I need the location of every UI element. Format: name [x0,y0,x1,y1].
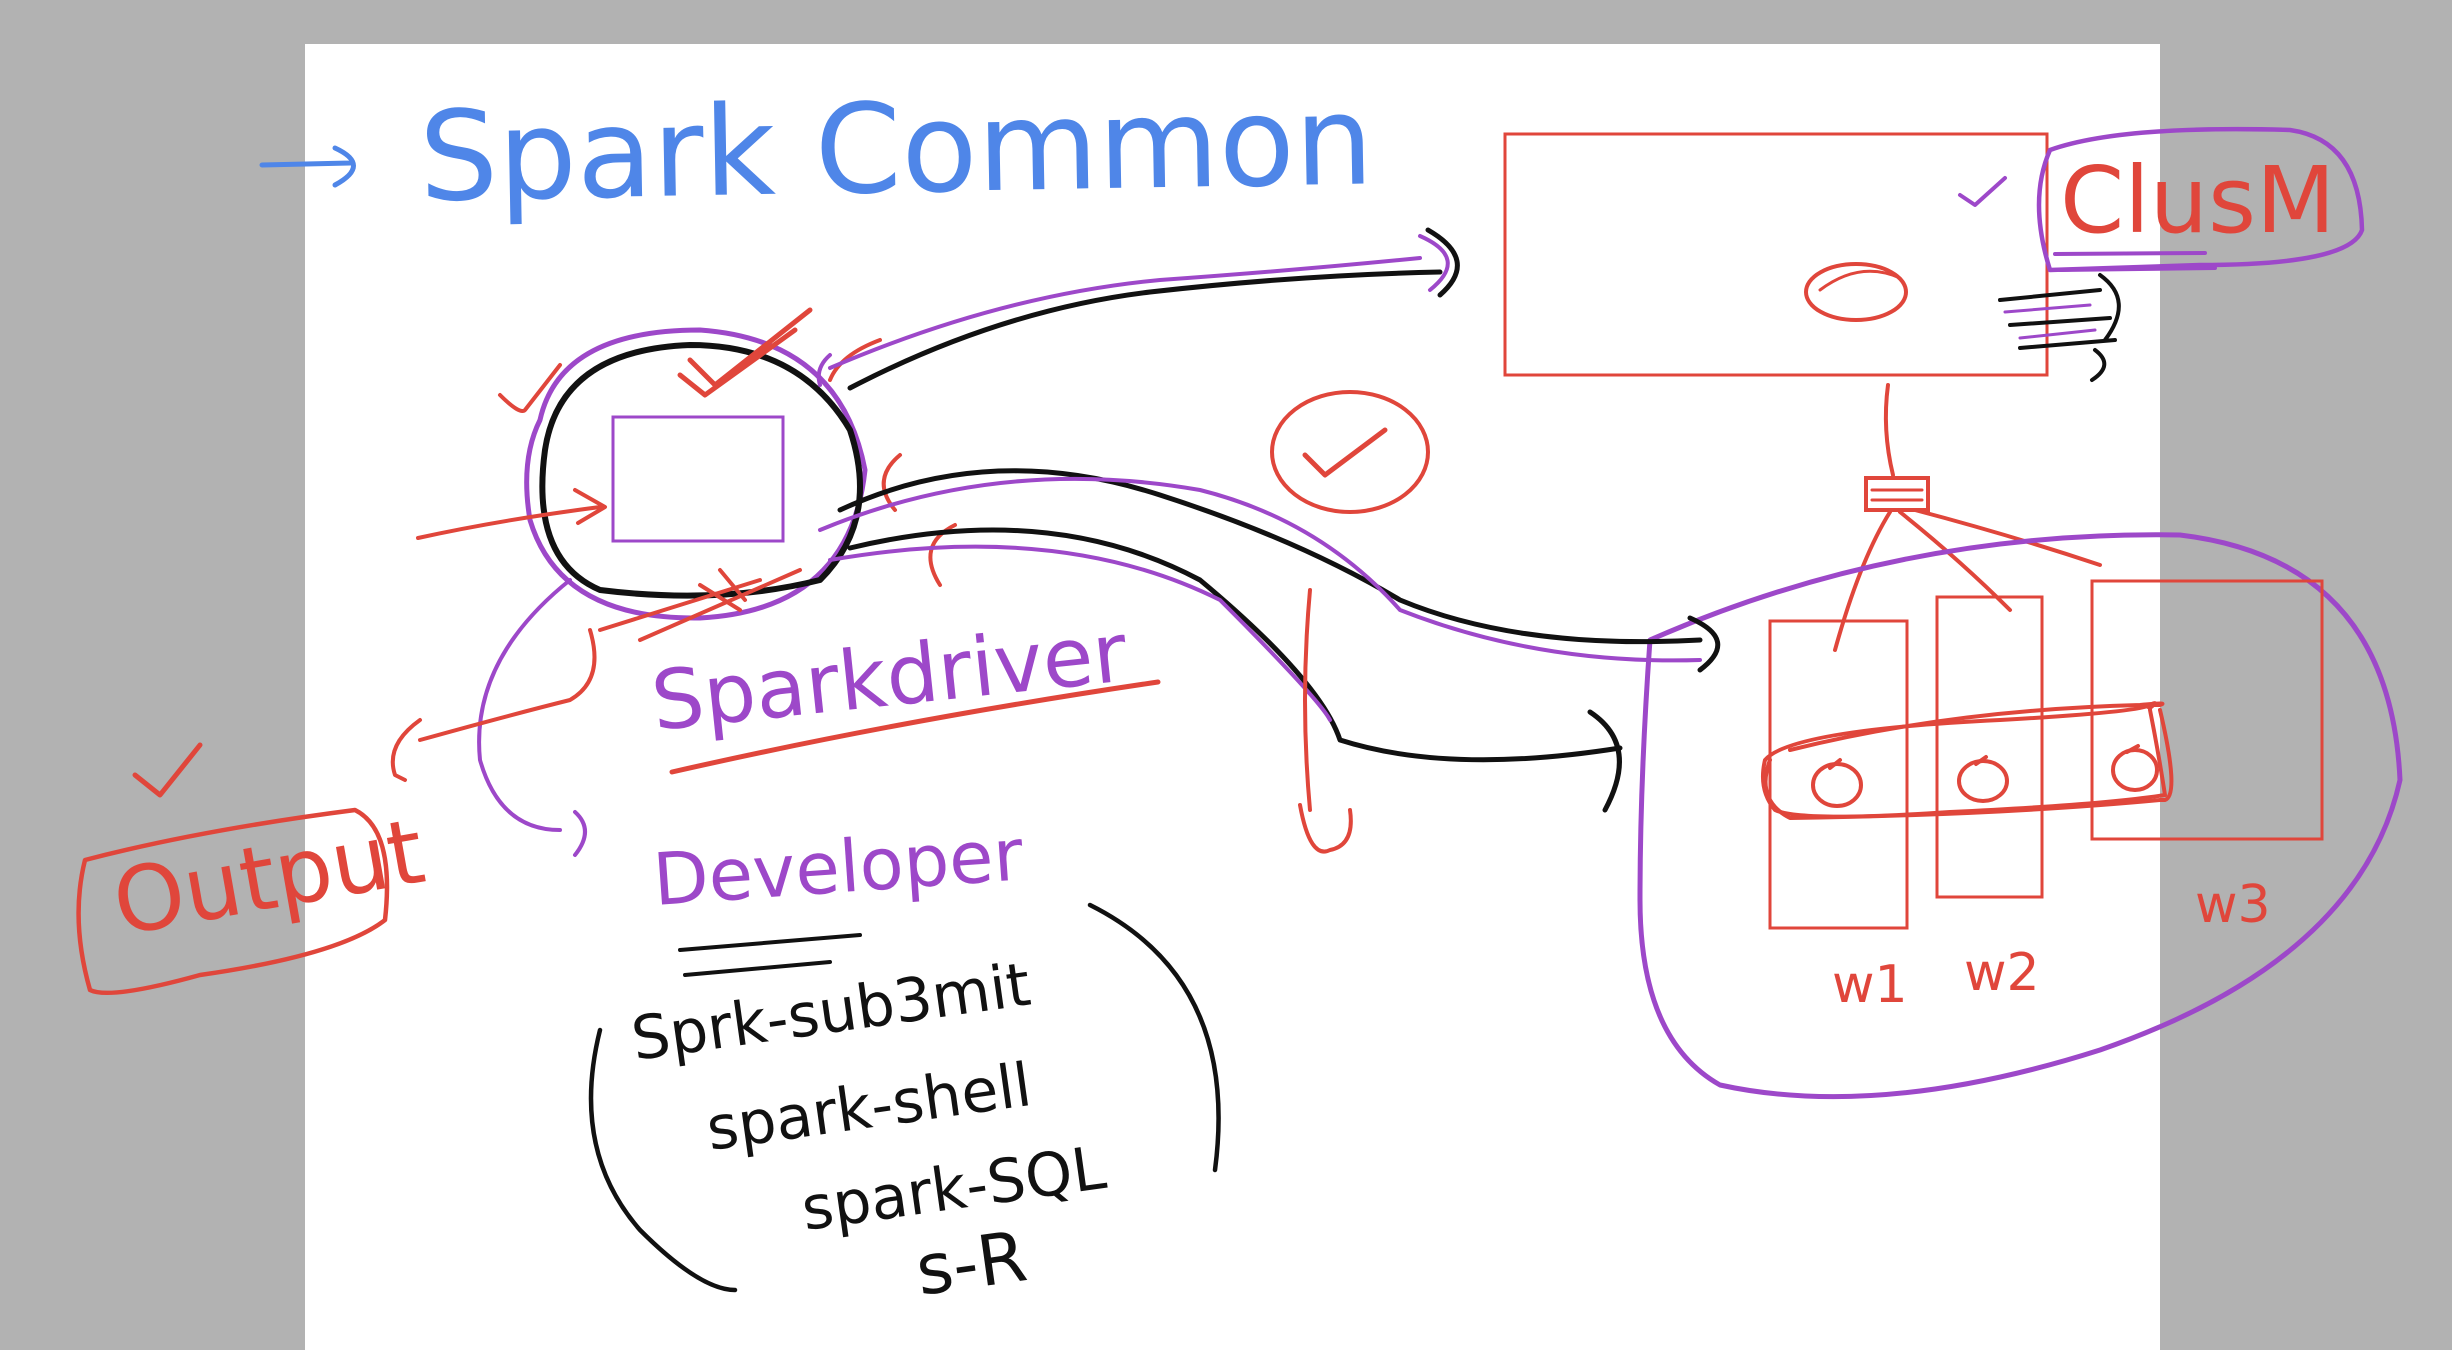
tool-sparkr: s-R [911,1215,1032,1312]
worker-w2-label: w2 [1964,943,2040,1003]
driver-to-worker-arrow-upper [837,468,1703,645]
executor-group-ring [1761,703,2167,819]
connector-block [1864,476,1930,512]
driver-to-cluster-arrowhead [1425,227,1460,298]
cluster-to-workers-links [1833,383,2102,652]
executor-w1 [1811,762,1863,808]
executor-ticks [1828,744,2140,770]
worker-cluster-outline [1637,532,2403,1100]
tool-spark-shell: spark-shell [702,1050,1035,1165]
whiteboard-canvas [305,44,2160,1350]
output-group: Output [76,628,597,996]
driver-purple-tail [477,578,587,857]
tools-left-bracket [588,1027,738,1293]
developer-label: Developer [650,812,1026,922]
driver-to-cluster-manager-arrow-purple [828,256,1422,370]
flow-arrows [818,227,1721,854]
driver-to-cluster-manager-arrow [847,269,1443,391]
title-group: Spark Common [259,69,1374,230]
cluster-manager-label: ClusM [2060,147,2335,254]
cluster-label-underline [2053,251,2217,272]
cluster-label-outline [2036,126,2365,273]
tools-right-bracket [1087,902,1221,1173]
tool-spark-submit: Sprk-sub3mit [627,950,1034,1075]
cluster-arrows-purple [2003,303,2097,340]
connector-to-w3 [1913,508,2102,567]
title-arrow [259,145,356,188]
driver-cross-stroke [598,568,802,642]
developer-underline [678,933,862,977]
driver-check-icon [677,307,813,398]
connector-to-w1 [1833,510,1892,652]
driver-left-check-icon [498,363,562,413]
cluster-to-worker-line [1883,383,1895,477]
developer-group: Developer Sprk-sub3mit spark-shell spark… [588,812,1221,1312]
driver-right-ticks-purple [816,353,832,387]
cluster-arrows [1998,273,2121,382]
output-arrow [390,628,597,782]
driver-label-underline [669,679,1161,775]
cluster-manager: ClusM [1503,126,2365,382]
cluster-manager-node [1804,262,1908,322]
driver-to-worker-arrow-upper-purple [818,476,1702,663]
center-check-icon [1302,427,1388,478]
cluster-manager-box [1503,132,2049,377]
executor-w2 [1957,759,2009,803]
driver-box [611,415,785,543]
cluster-manager-node-stroke [1818,269,1902,292]
spark-driver: Sparkdriver [416,307,1161,857]
driver-input-arrow [416,488,607,540]
cluster-check-icon [1958,176,2007,207]
center-check-circle [1270,390,1430,514]
driver-to-cluster-arrowhead-purple [1418,234,1450,292]
worker-w3-box [2090,579,2324,841]
output-box-outline [76,807,390,996]
worker-w2-box [1935,595,2044,899]
worker-w3-label: w3 [2195,875,2271,935]
connector-block-fill [1870,488,1924,502]
driver-black-outline [539,342,863,599]
center-red-line [1298,588,1353,854]
driver-to-worker-arrowhead-upper [1687,615,1721,673]
worker-w1-box [1768,619,1909,930]
driver-to-worker-arrowhead-lower [1587,709,1622,813]
output-check-icon [132,742,203,798]
executor-w3 [2111,748,2159,792]
connector-to-w2 [1898,510,2012,612]
page-title: Spark Common [418,69,1374,230]
driver-to-worker-arrow-lower [847,527,1623,763]
worker-w1-label: w1 [1832,955,1908,1015]
worker-cluster: w1 w2 w3 [1637,532,2403,1100]
